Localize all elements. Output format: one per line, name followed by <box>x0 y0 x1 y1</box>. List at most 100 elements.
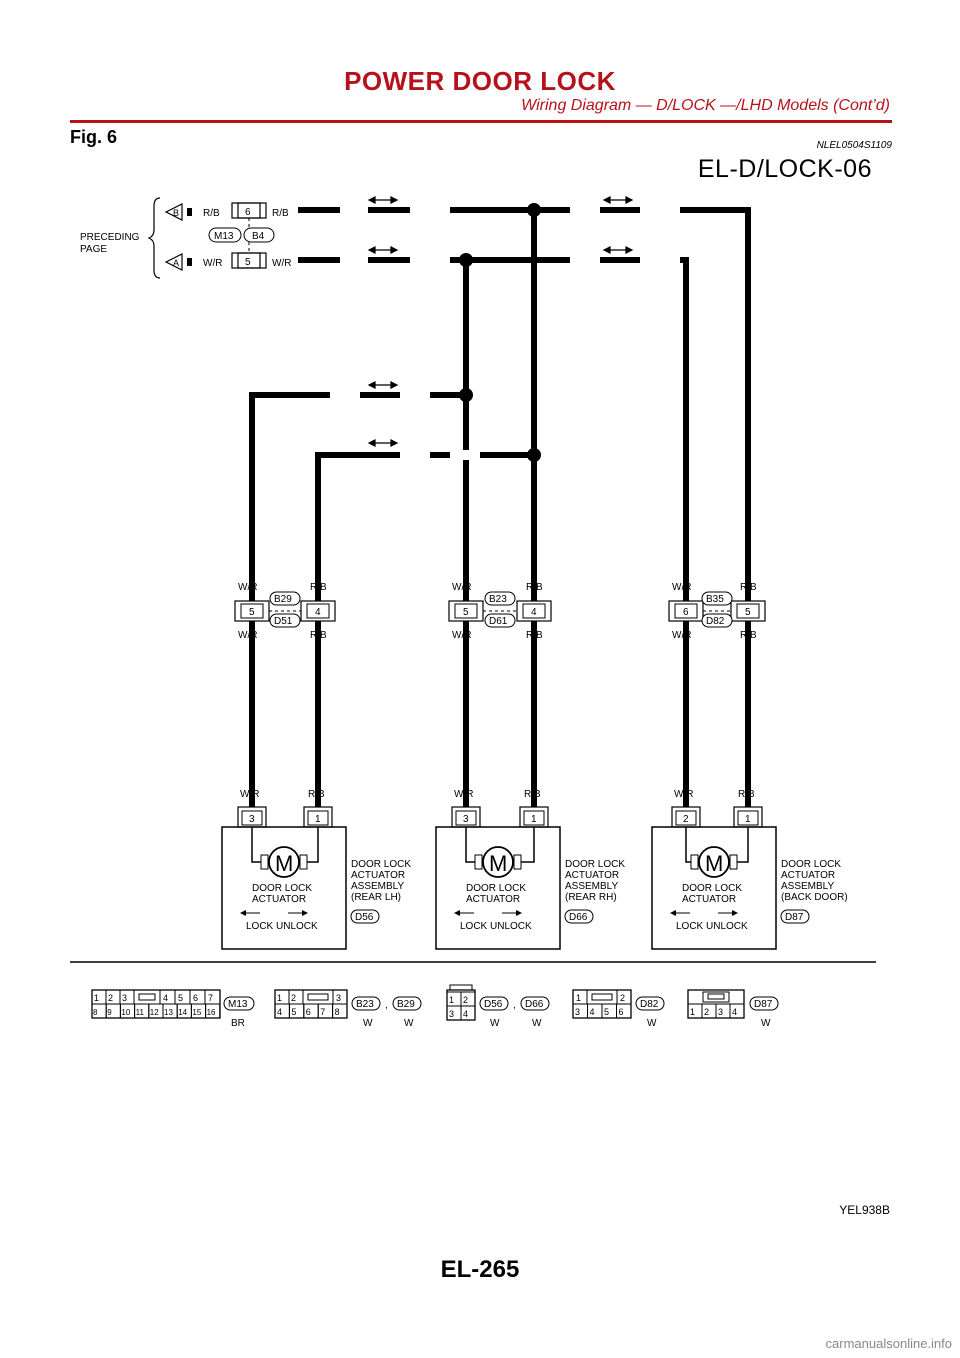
wire-label: W/R <box>272 258 291 269</box>
face-pin: 4 <box>277 1007 282 1017</box>
pin-box <box>736 603 760 619</box>
connector-tag <box>479 996 509 1011</box>
connector-tag <box>701 613 733 628</box>
connector-id: B35 <box>706 594 724 605</box>
wire-label: R/B <box>738 789 755 800</box>
motor-symbol: M <box>489 851 507 876</box>
connector-tag <box>208 227 242 243</box>
motor-brush <box>729 854 738 870</box>
assembly-label: (REAR RH) <box>565 892 617 903</box>
wire-label: W/R <box>452 582 471 593</box>
face-pin: 6 <box>193 993 198 1003</box>
page-subtitle: Wiring Diagram — D/LOCK —/LHD Models (Co… <box>521 97 890 114</box>
connector-shell <box>516 600 552 622</box>
pin-box <box>307 810 329 826</box>
lock-arrow-icon <box>454 910 460 916</box>
wire-label: W/R <box>238 582 257 593</box>
pin-box <box>241 810 263 826</box>
motor-icon <box>482 846 514 878</box>
face-key <box>449 984 473 991</box>
assembly-label: DOOR LOCK <box>565 859 625 870</box>
wire-color: W <box>490 1018 500 1029</box>
watermark: carmanualsonline.info <box>825 1336 952 1351</box>
face-key <box>702 991 730 1003</box>
splice-points <box>459 203 541 462</box>
face-key <box>133 989 161 1005</box>
assembly-label: (BACK DOOR) <box>781 892 848 903</box>
face-cell <box>460 1005 476 1021</box>
unlock-label: UNLOCK <box>706 921 748 932</box>
connector-tag <box>392 996 422 1011</box>
face-pin: 1 <box>576 993 581 1003</box>
lock-arrow-icon <box>670 910 676 916</box>
actuator-label: DOOR LOCK <box>682 883 742 894</box>
face-pin: 6 <box>306 1007 311 1017</box>
wire-label: W/R <box>203 258 222 269</box>
pin-number: 6 <box>683 607 689 618</box>
pin-stub <box>249 800 255 808</box>
connector-tag <box>243 227 275 243</box>
face-pin: 3 <box>449 1009 454 1019</box>
figure-label: Fig. 6 <box>70 127 118 147</box>
connector-id: D66 <box>569 912 588 923</box>
face-pin: 16 <box>207 1008 216 1017</box>
pin-box <box>674 603 698 619</box>
wire-gaps <box>330 205 680 460</box>
face-pin: 2 <box>291 993 296 1003</box>
wire-color: W <box>532 1018 542 1029</box>
pin-box <box>675 810 697 826</box>
face-cell <box>729 1003 745 1019</box>
actuator-box <box>435 826 561 950</box>
wire-harness <box>249 207 751 800</box>
face-cell <box>616 1003 632 1019</box>
actuator-label: DOOR LOCK <box>252 883 312 894</box>
actuator-box <box>221 826 347 950</box>
pin-number: 2 <box>683 814 689 825</box>
connector-tag <box>350 909 380 924</box>
wire-label: W/R <box>238 630 257 641</box>
pin-stub <box>745 800 751 808</box>
page-number: EL-265 <box>440 1256 520 1283</box>
face-key-slot <box>307 993 329 1001</box>
connector-id: B23 <box>356 999 374 1010</box>
wire-color: W <box>404 1018 414 1029</box>
motor-brush <box>690 854 699 870</box>
connector-tag <box>484 613 516 628</box>
connector-id: B4 <box>252 231 265 242</box>
connector-id: D87 <box>785 912 804 923</box>
unlock-arrow-icon <box>302 910 308 916</box>
face-pin: 8 <box>93 1008 98 1017</box>
connector-id: D61 <box>489 616 508 627</box>
face-pin: 2 <box>463 995 468 1005</box>
pin-box <box>237 252 261 269</box>
face-pin: 6 <box>619 1007 624 1017</box>
actuator-label: DOOR LOCK <box>466 883 526 894</box>
wire-label: R/B <box>526 582 543 593</box>
separator: , <box>385 1000 388 1011</box>
assembly-label: DOOR LOCK <box>781 859 841 870</box>
actuator-label: ACTUATOR <box>682 894 736 905</box>
face-pin: 3 <box>718 1007 723 1017</box>
pin-number: 4 <box>315 607 321 618</box>
connector-tag <box>484 591 516 606</box>
connector-tag <box>223 996 255 1011</box>
connector-tag <box>269 613 301 628</box>
bidirectional-arrows <box>367 196 634 447</box>
pin-stub <box>463 800 469 808</box>
double-arrow-icon <box>367 196 399 204</box>
diagram-id: EL-D/LOCK-06 <box>697 155 872 183</box>
face-pin: 2 <box>620 993 625 1003</box>
pin-number: 1 <box>745 814 751 825</box>
wire-color: W <box>647 1018 657 1029</box>
double-arrow-icon <box>367 381 399 389</box>
